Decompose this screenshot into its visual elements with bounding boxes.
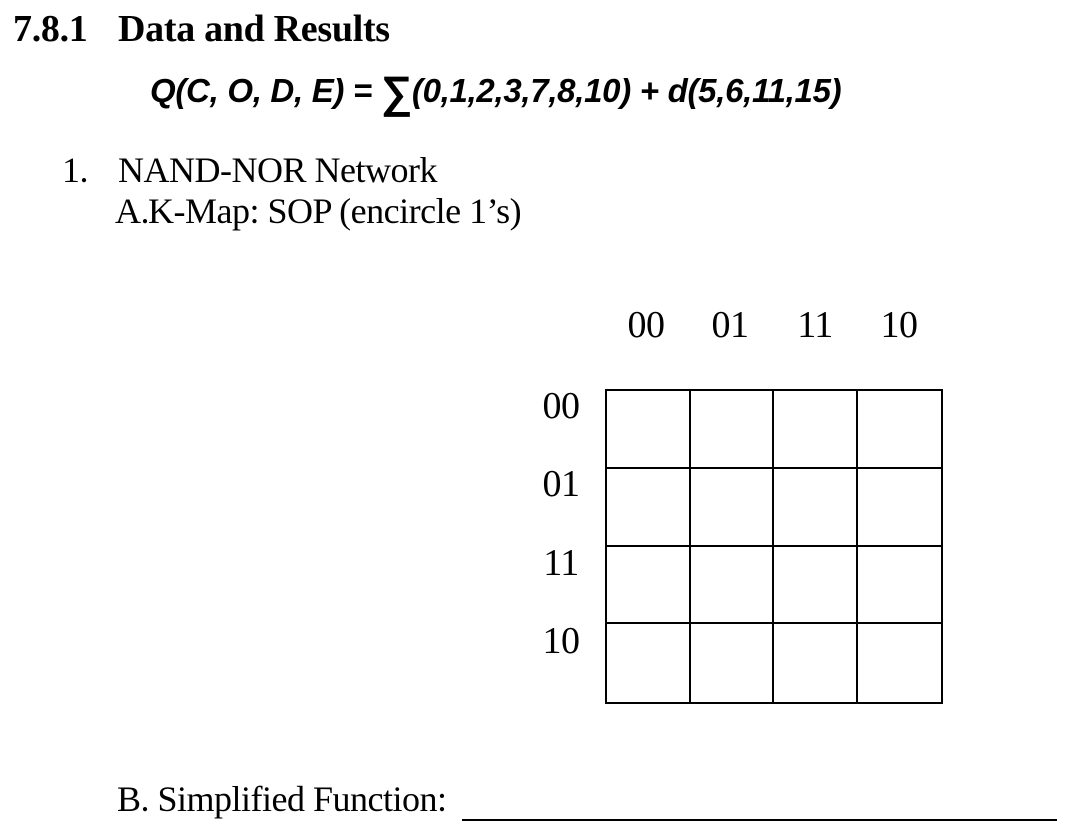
formula-prefix: Q(C, O, D, E) = — [150, 72, 381, 109]
kmap-col-label: 11 — [797, 304, 833, 346]
list-item-number: 1. — [62, 150, 89, 190]
kmap-cell — [774, 391, 858, 469]
kmap-row-label: 01 — [542, 463, 581, 505]
kmap-cell — [857, 391, 941, 469]
kmap-cell — [691, 624, 774, 702]
simplified-function-blank-line — [462, 790, 1057, 821]
kmap-cell — [774, 624, 858, 702]
section-title: Data and Results — [118, 8, 390, 50]
kmap-row-label: 10 — [542, 620, 581, 662]
kmap-row-label: 11 — [543, 542, 579, 584]
kmap-cell — [607, 468, 691, 547]
kmap-col-label: 00 — [627, 304, 666, 346]
kmap-cell — [858, 624, 942, 702]
formula-suffix: (0,1,2,3,7,8,10) + d(5,6,11,15) — [411, 72, 842, 109]
sub-item-title: K-Map: SOP (encircle 1’s) — [148, 191, 522, 231]
kmap-cell — [607, 624, 691, 702]
kmap-cell — [774, 546, 858, 625]
kmap-cell — [607, 546, 691, 625]
kmap-grid — [605, 389, 943, 704]
simplified-function-label: B. Simplified Function: — [117, 779, 447, 819]
kmap-cell — [690, 546, 774, 625]
kmap-cell — [607, 391, 691, 469]
kmap-cell — [774, 468, 858, 547]
kmap-cell — [857, 469, 941, 547]
list-item-title: NAND-NOR Network — [118, 150, 437, 190]
kmap-cell — [857, 547, 941, 625]
kmap-cell — [690, 391, 774, 469]
section-number: 7.8.1 — [13, 8, 88, 50]
kmap-col-label: 10 — [880, 304, 919, 346]
kmap-cell — [690, 468, 774, 547]
sub-item-letter: A. — [115, 191, 150, 231]
kmap-row-label: 00 — [542, 385, 581, 427]
kmap-col-label: 01 — [711, 304, 750, 346]
boolean-function-formula: Q(C, O, D, E) = ∑(0,1,2,3,7,8,10) + d(5,… — [150, 71, 842, 115]
summation-symbol: ∑ — [380, 68, 412, 117]
